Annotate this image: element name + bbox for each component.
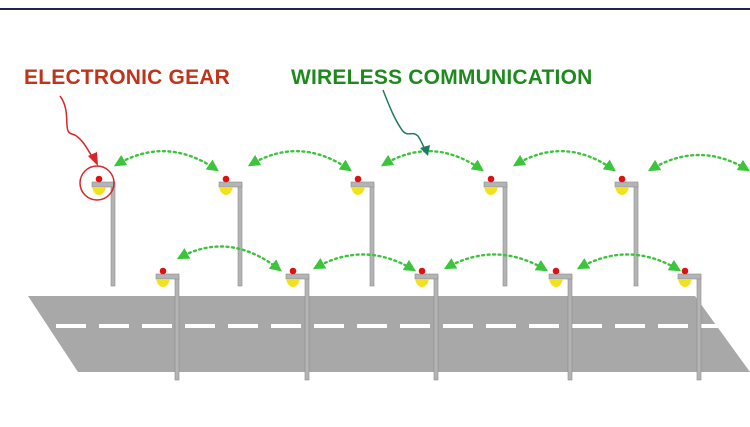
- road: [28, 296, 750, 372]
- streetlight-icon: [548, 267, 573, 381]
- streetlight-icon: [218, 175, 243, 287]
- lane-dash: [701, 324, 731, 328]
- wireless-link-arrow: [176, 245, 282, 272]
- lane-dash: [400, 324, 430, 328]
- wireless-link-arrow: [647, 153, 750, 172]
- streetlight-arm: [414, 273, 439, 280]
- lamp-light: [219, 187, 233, 195]
- streetlight-pole: [567, 275, 573, 381]
- wireless-link-arrow: [576, 253, 682, 272]
- wireless-link-arrow: [113, 149, 219, 172]
- electronic-gear-callout-circle: [79, 165, 115, 201]
- streetlight-icon: [614, 175, 639, 287]
- streetlight-pole: [369, 183, 375, 287]
- streetlight-arm: [91, 181, 116, 188]
- device-node-icon: [95, 175, 103, 183]
- streetlight-pole: [633, 183, 639, 287]
- device-node-icon: [681, 267, 689, 275]
- device-node-icon: [418, 267, 426, 275]
- streetlight-arm: [483, 181, 508, 188]
- streetlight-pole: [502, 183, 508, 287]
- lamp-light: [549, 279, 563, 287]
- front-row-streetlights: [155, 267, 702, 381]
- streetlight-arm: [614, 181, 639, 188]
- lamp-light: [156, 279, 170, 287]
- wireless-link-arrow: [380, 149, 484, 172]
- lane-dash: [99, 324, 129, 328]
- lane-dash: [572, 324, 602, 328]
- wireless-communication-label: WIRELESS COMMUNICATION: [291, 66, 593, 89]
- wireless-links: [113, 149, 750, 272]
- electronic-gear-label: ELECTRONIC GEAR: [24, 66, 231, 89]
- streetlight-arm: [218, 181, 243, 188]
- streetlight-icon: [483, 175, 508, 287]
- lane-markings: [56, 324, 731, 328]
- lane-dash: [615, 324, 645, 328]
- electronic-gear-pointer: [59, 95, 95, 161]
- device-node-icon: [222, 175, 230, 183]
- lane-dash: [185, 324, 215, 328]
- lamp-light: [286, 279, 300, 287]
- streetlight-icon: [677, 267, 702, 381]
- streetlight-pole: [237, 183, 243, 287]
- streetlight-icon: [414, 267, 439, 381]
- streetlight-icon: [350, 175, 375, 287]
- device-node-icon: [618, 175, 626, 183]
- streetlight-arm: [285, 273, 310, 280]
- lane-dash: [142, 324, 172, 328]
- wireless-link-arrow: [512, 149, 616, 172]
- lamp-light: [484, 187, 498, 195]
- streetlight-icon: [155, 267, 180, 381]
- device-node-icon: [552, 267, 560, 275]
- lane-dash: [228, 324, 258, 328]
- streetlight-pole: [433, 275, 439, 381]
- device-node-icon: [354, 175, 362, 183]
- streetlight-icon: [285, 267, 310, 381]
- lane-dash: [271, 324, 301, 328]
- streetlight-pole: [304, 275, 310, 381]
- streetlight-arm: [677, 273, 702, 280]
- streetlight-arm: [350, 181, 375, 188]
- wireless-link-arrow: [312, 253, 417, 272]
- streetlight-arm: [155, 273, 180, 280]
- device-node-icon: [159, 267, 167, 275]
- lamp-light: [615, 187, 629, 195]
- lane-dash: [357, 324, 387, 328]
- streetlight-pole: [696, 275, 702, 381]
- lamp-light: [351, 187, 365, 195]
- lane-dash: [658, 324, 688, 328]
- wireless-link-arrow: [247, 149, 352, 172]
- wireless-link-arrow: [443, 253, 549, 272]
- wireless-communication-pointer: [382, 89, 427, 153]
- lamp-light: [415, 279, 429, 287]
- lamp-light: [678, 279, 692, 287]
- lane-dash: [529, 324, 559, 328]
- streetlight-pole: [110, 183, 116, 287]
- lane-dash: [56, 324, 86, 328]
- streetlight-icon: [91, 175, 116, 287]
- lane-dash: [486, 324, 516, 328]
- electronic-gear-pointer-head: [88, 152, 98, 166]
- back-row-streetlights: [91, 175, 639, 287]
- lamp-light: [92, 187, 106, 195]
- device-node-icon: [289, 267, 297, 275]
- wireless-communication-pointer-head: [420, 145, 430, 156]
- streetlight-pole: [174, 275, 180, 381]
- device-node-icon: [487, 175, 495, 183]
- lane-dash: [443, 324, 473, 328]
- lane-dash: [314, 324, 344, 328]
- streetlight-arm: [548, 273, 573, 280]
